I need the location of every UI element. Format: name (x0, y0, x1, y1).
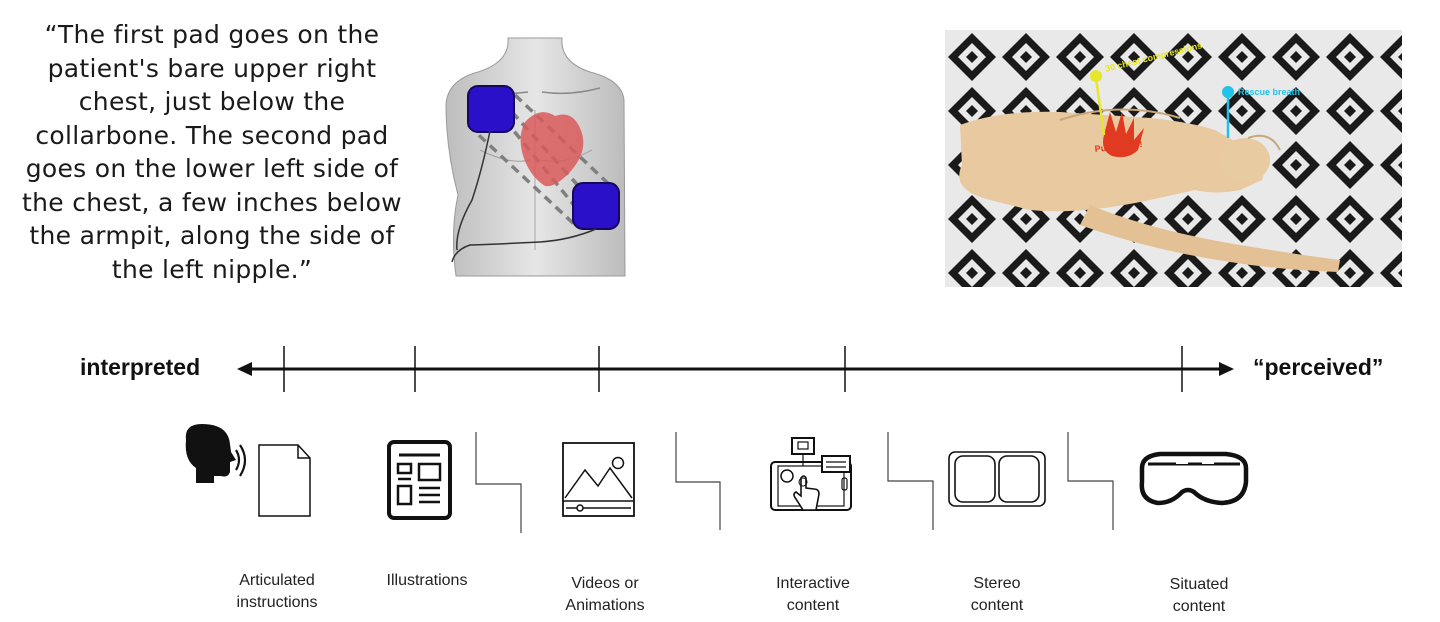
ar-label-compressions: 30 chest compressions (1104, 40, 1203, 74)
pad-upper-right (467, 85, 515, 133)
speaking-head-icon (185, 424, 247, 483)
quote-line: the armpit, along the side of (29, 221, 395, 250)
axis-left-label: interpreted (80, 354, 201, 380)
ar-headset-icon (1139, 451, 1249, 506)
axis-arrow-left (237, 362, 252, 376)
ar-label-breath: Rescue breath (1238, 87, 1300, 97)
quote-line: the left nipple.” (111, 254, 313, 284)
ar-pointer-line-1 (1094, 77, 1106, 136)
stage-label-illustrations: Illustrations (386, 572, 468, 589)
document-icon (258, 444, 311, 517)
stage-label-articulated: Articulated instructions (236, 572, 318, 611)
torso-figure (445, 37, 626, 277)
axis-right-label: “perceived” (1253, 354, 1384, 380)
quote-line: “The first pad goes on the (44, 20, 380, 49)
step-separator (475, 432, 522, 533)
stage-label-interactive: Interactive content (776, 575, 850, 614)
mannequin-figure (959, 108, 1340, 272)
quote-line: collarbone. The second pad (35, 120, 389, 150)
stereo-view-icon (948, 451, 1046, 507)
ar-marker-1 (1090, 70, 1102, 82)
stage-label-situated: Situated content (1169, 576, 1229, 615)
step-separator (675, 432, 721, 530)
pad-guide-lines (466, 93, 617, 227)
instruction-quote: “The first pad goes on the patient's bar… (8, 18, 416, 286)
heart-shape (520, 112, 584, 187)
quote-line: the chest, a few inches below (22, 187, 402, 217)
axis-arrow-right (1219, 362, 1234, 376)
stage-label-stereo: Stereo content (970, 575, 1024, 614)
pad-wires (451, 130, 597, 263)
step-separator (1067, 432, 1114, 530)
push-hard-hand (1103, 112, 1144, 158)
quote-line: goes on the lower left side of (25, 154, 399, 183)
pad-lower-left (572, 182, 620, 230)
stage-label-videos: Videos or Animations (565, 575, 645, 614)
quote-line: chest, just below the (78, 87, 346, 116)
step-separator (887, 432, 934, 530)
ar-marker-2 (1222, 86, 1234, 98)
video-image-icon (562, 442, 635, 517)
ar-label-push-hard: Push Hard! (1094, 139, 1143, 154)
newspaper-icon (387, 440, 452, 520)
interactive-tablet-icon (770, 437, 852, 511)
quote-line: patient's bare upper right (47, 53, 377, 83)
